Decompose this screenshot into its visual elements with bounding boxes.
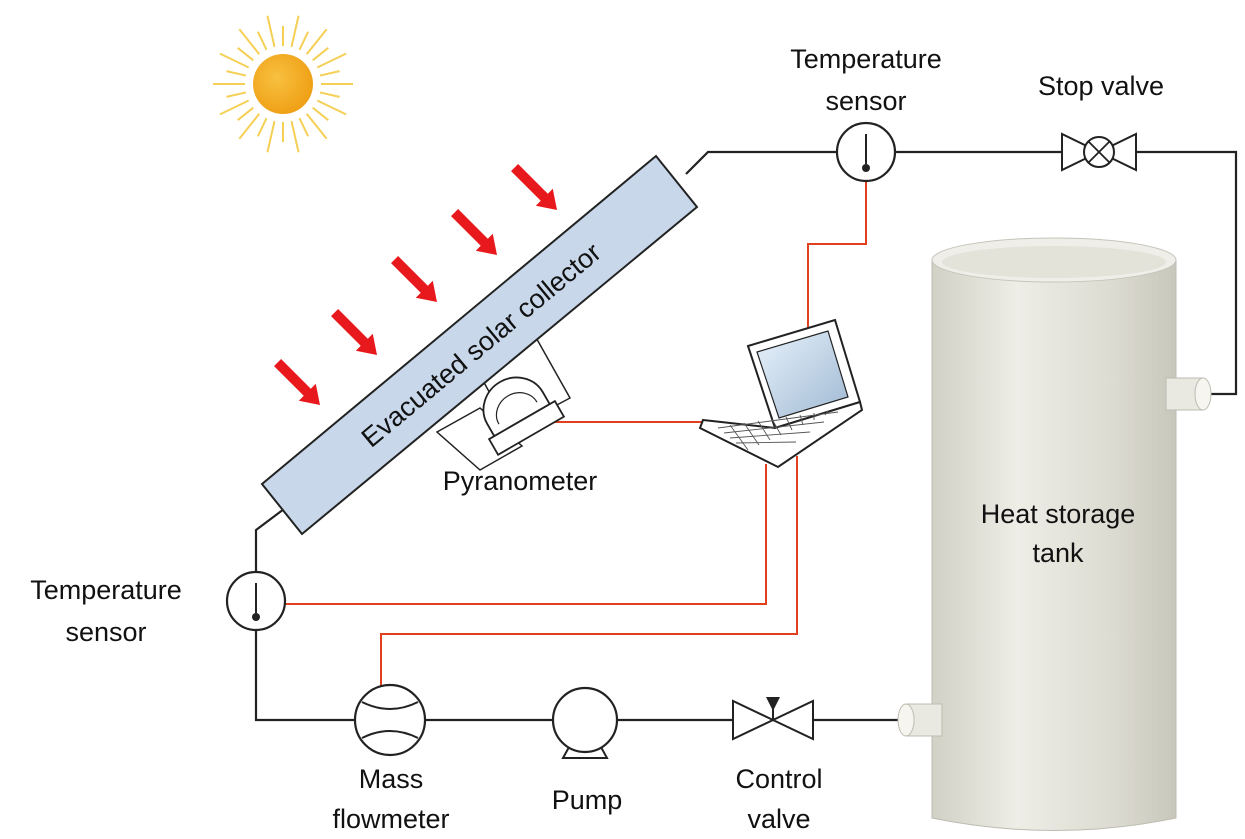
- sun-ray: [312, 47, 329, 62]
- mass-flowmeter-label-2: flowmeter: [332, 804, 449, 834]
- sun-ray: [319, 91, 340, 98]
- stop-valve: [1061, 132, 1137, 172]
- pipe-left-sensor-to-flowmeter: [254, 630, 355, 722]
- radiation-arrow-icon: [274, 359, 320, 405]
- sun-ray: [290, 15, 300, 48]
- sun-ray: [237, 47, 254, 62]
- wire-flowmeter-to-laptop: [380, 456, 798, 686]
- radiation-arrow-icon: [331, 309, 377, 355]
- radiation-arrow-icon: [391, 256, 437, 302]
- heat-storage-tank: Heat storage tank: [897, 237, 1212, 831]
- sun-ray: [226, 70, 247, 77]
- pipe-stop-valve-to-tank: [1136, 150, 1238, 396]
- sun-ray: [237, 106, 254, 121]
- pyranometer-label: Pyranometer: [443, 466, 598, 496]
- sun-ray: [219, 52, 250, 69]
- pipe-collector-to-left-sensor: [254, 505, 289, 571]
- mass-flowmeter-label-1: Mass: [359, 764, 424, 794]
- sun-ray: [316, 52, 347, 69]
- wire-left-sensor-to-laptop: [285, 464, 767, 605]
- sun-ray: [266, 15, 276, 48]
- temp-sensor-top-label-1: Temperature: [790, 44, 942, 74]
- control-valve-label-2: valve: [747, 804, 810, 834]
- stop-valve-label: Stop valve: [1038, 71, 1164, 101]
- pump: [551, 686, 619, 759]
- tank-label-line-2: tank: [1032, 538, 1084, 568]
- sun-ray: [305, 28, 328, 55]
- sun-ray: [316, 99, 347, 116]
- sun-ray: [319, 70, 340, 77]
- sun-rays: [213, 15, 353, 153]
- radiation-arrow-icon: [451, 209, 497, 255]
- pipe-collector-to-top-sensor: [685, 150, 837, 175]
- laptop-icon: [698, 318, 864, 469]
- tank-label-line-1: Heat storage: [981, 499, 1136, 529]
- solar-radiation-arrows: [274, 164, 557, 405]
- temp-sensor-left-label-1: Temperature: [30, 575, 182, 605]
- sun-ray: [290, 120, 300, 153]
- temp-sensor-left-label-2: sensor: [65, 617, 146, 647]
- sun-ray: [238, 28, 261, 55]
- sun-ray: [298, 31, 310, 51]
- sun-icon: [213, 15, 353, 153]
- sun-ray: [226, 91, 247, 98]
- sun-ray: [298, 117, 310, 137]
- sun-ray: [305, 113, 328, 140]
- radiation-arrow-icon: [511, 164, 557, 210]
- sun-ray: [238, 113, 261, 140]
- control-valve: [732, 697, 814, 741]
- control-valve-label-1: Control: [735, 764, 822, 794]
- temperature-sensor-inlet: [225, 570, 287, 632]
- pipe-network: [254, 150, 1238, 722]
- sun-ray: [312, 106, 329, 121]
- sun-ray: [219, 99, 250, 116]
- pump-label: Pump: [552, 785, 623, 815]
- wire-top-sensor-to-laptop: [807, 181, 867, 350]
- sun-ray: [256, 117, 268, 137]
- temperature-sensor-outlet: [835, 121, 897, 183]
- mass-flowmeter: [353, 683, 427, 757]
- sun-ray: [256, 31, 268, 51]
- temp-sensor-top-label-2: sensor: [825, 86, 906, 116]
- sun-ray: [266, 120, 276, 153]
